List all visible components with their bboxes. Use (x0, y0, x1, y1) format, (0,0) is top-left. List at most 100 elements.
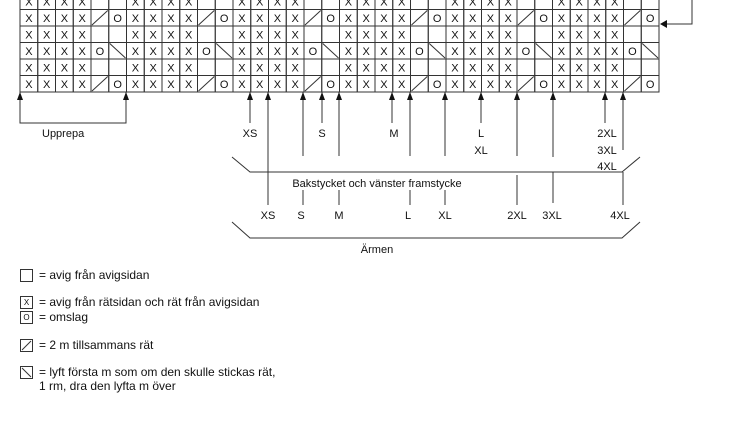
x-stitch-mark: X (149, 0, 157, 8)
body-size-3xl: 3XL (597, 145, 617, 157)
stitch-cell (427, 0, 447, 10)
arrow-up-icon (17, 92, 23, 100)
x-stitch-mark: X (575, 79, 583, 91)
x-stitch-mark: X (380, 0, 388, 8)
x-stitch-mark: X (61, 0, 69, 8)
x-stitch-mark: X (256, 62, 264, 74)
x-stitch-mark: X (487, 0, 495, 8)
o-stitch-mark: O (96, 46, 105, 58)
stitch-cell (197, 0, 216, 10)
k2tog-mark (517, 10, 535, 26)
x-stitch-mark: X (469, 13, 477, 25)
x-stitch-mark: X (132, 46, 140, 58)
x-stitch-mark: X (149, 29, 157, 41)
sleeve-size-xs: XS (261, 210, 276, 222)
arrow-left-icon (660, 20, 667, 28)
arrow-up-icon (336, 92, 342, 100)
x-stitch-mark: X (149, 62, 157, 74)
legend-item-o: O = omslag (20, 310, 88, 324)
body-size-l: L (478, 128, 484, 140)
x-stitch-mark: X (256, 0, 264, 8)
x-stitch-mark: X (398, 29, 406, 41)
stitch-cell (303, 58, 323, 76)
o-stitch-mark: O (113, 79, 122, 91)
x-stitch-mark: X (504, 79, 512, 91)
x-stitch-mark: X (575, 0, 583, 8)
x-stitch-mark: X (238, 79, 246, 91)
x-stitch-mark: X (398, 79, 406, 91)
x-stitch-mark: X (362, 0, 370, 8)
sleeve-bracket (231, 221, 641, 239)
x-stitch-mark: X (43, 13, 51, 25)
x-stitch-mark: X (380, 79, 388, 91)
x-stitch-mark: X (469, 46, 477, 58)
x-stitch-mark: X (185, 62, 193, 74)
x-stitch-mark: X (380, 29, 388, 41)
stitch-cell (197, 25, 216, 43)
x-stitch-mark: X (345, 46, 353, 58)
k2tog-mark (304, 10, 322, 26)
x-stitch-mark: X (611, 29, 619, 41)
x-stitch-mark: X (398, 46, 406, 58)
o-stitch-mark: O (202, 46, 211, 58)
skp-mark (428, 43, 446, 59)
stitch-cell (197, 58, 216, 76)
arrow-up-icon (247, 92, 253, 100)
x-stitch-mark: X (398, 0, 406, 8)
skp-mark (215, 43, 233, 59)
skp-mark (535, 43, 552, 59)
sleeve-size-s: S (297, 210, 304, 222)
arrow-up-icon (602, 92, 608, 100)
x-stitch-mark: X (61, 79, 69, 91)
x-stitch-mark: X (558, 62, 566, 74)
x-stitch-mark: X (238, 29, 246, 41)
x-stitch-mark: X (487, 29, 495, 41)
stitch-cell (214, 25, 234, 43)
k2tog-mark (91, 10, 109, 26)
x-stitch-mark: X (558, 13, 566, 25)
stitch-cell (90, 0, 110, 10)
x-stitch-mark: X (469, 79, 477, 91)
legend-item-slash: = 2 m tillsammans rät (20, 338, 153, 352)
x-stitch-mark: X (149, 13, 157, 25)
legend-text: = lyft första m som om den skulle sticka… (39, 365, 276, 379)
stitch-cell (516, 58, 536, 76)
skp-mark (322, 43, 339, 59)
o-stitch-mark: O (628, 46, 637, 58)
arrow-up-icon (442, 92, 448, 100)
x-stitch-mark: X (291, 62, 299, 74)
x-stitch-mark: X (469, 62, 477, 74)
x-stitch-mark: X (149, 79, 157, 91)
x-stitch-mark: X (132, 79, 140, 91)
o-stitch-mark: O (326, 79, 335, 91)
row-start-line (666, 0, 693, 25)
x-stitch-mark: X (274, 79, 282, 91)
x-stitch-mark: X (238, 13, 246, 25)
x-stitch-mark: X (25, 0, 33, 8)
o-stitch-mark: O (646, 79, 655, 91)
x-stitch-mark: X (43, 79, 51, 91)
k2tog-mark (198, 10, 215, 26)
x-stitch-mark: X (504, 13, 512, 25)
slash-square-icon (20, 339, 33, 352)
x-stitch-mark: X (451, 46, 459, 58)
x-stitch-mark: X (593, 46, 601, 58)
k2tog-mark (304, 76, 322, 92)
body-size-2xl: 2XL (597, 128, 617, 140)
x-stitch-mark: X (487, 79, 495, 91)
x-stitch-mark: X (78, 13, 86, 25)
x-stitch-mark: X (25, 13, 33, 25)
x-stitch-mark: X (274, 62, 282, 74)
x-stitch-mark: X (611, 0, 619, 8)
body-size-xs: XS (243, 128, 258, 140)
x-stitch-mark: X (504, 46, 512, 58)
o-square-icon: O (20, 311, 33, 324)
stitch-cell (90, 58, 110, 76)
x-stitch-mark: X (504, 0, 512, 8)
stitch-cell (214, 0, 234, 10)
x-stitch-mark: X (132, 29, 140, 41)
empty-square-icon (20, 269, 33, 282)
arrow-up-icon (300, 92, 306, 100)
